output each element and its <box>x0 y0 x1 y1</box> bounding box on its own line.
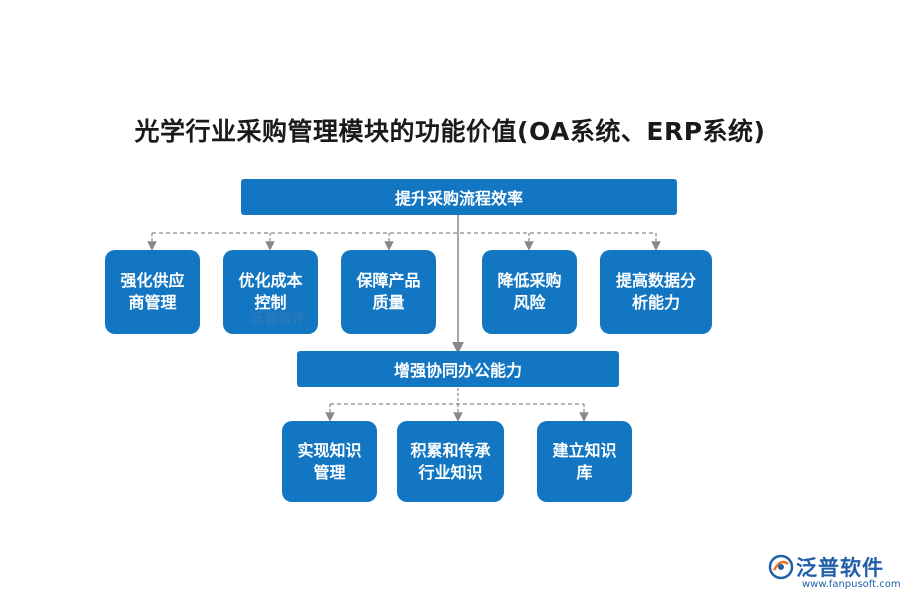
card-supplier-management: 强化供应 商管理 <box>105 250 200 334</box>
logo-url: www.fanpusoft.com <box>802 579 900 590</box>
card-data-analysis: 提高数据分 析能力 <box>600 250 712 334</box>
card-knowledge-base: 建立知识 库 <box>537 421 632 502</box>
card-cost-control: 优化成本 控制 <box>223 250 318 334</box>
card-industry-knowledge: 积累和传承 行业知识 <box>397 421 504 502</box>
card-knowledge-management: 实现知识 管理 <box>282 421 377 502</box>
diagram-title: 光学行业采购管理模块的功能价值(OA系统、ERP系统) <box>134 117 766 146</box>
fanpu-logo-icon <box>768 554 794 580</box>
brand-logo: 泛普软件 www.fanpusoft.com <box>768 552 900 592</box>
top-bar-efficiency: 提升采购流程效率 <box>241 179 677 215</box>
watermark-text: 泛普软件 <box>250 311 306 327</box>
middle-bar-collaboration: 增强协同办公能力 <box>297 351 619 387</box>
card-reduce-risk: 降低采购 风险 <box>482 250 577 334</box>
card-product-quality: 保障产品 质量 <box>341 250 436 334</box>
logo-name: 泛普软件 <box>796 556 884 580</box>
